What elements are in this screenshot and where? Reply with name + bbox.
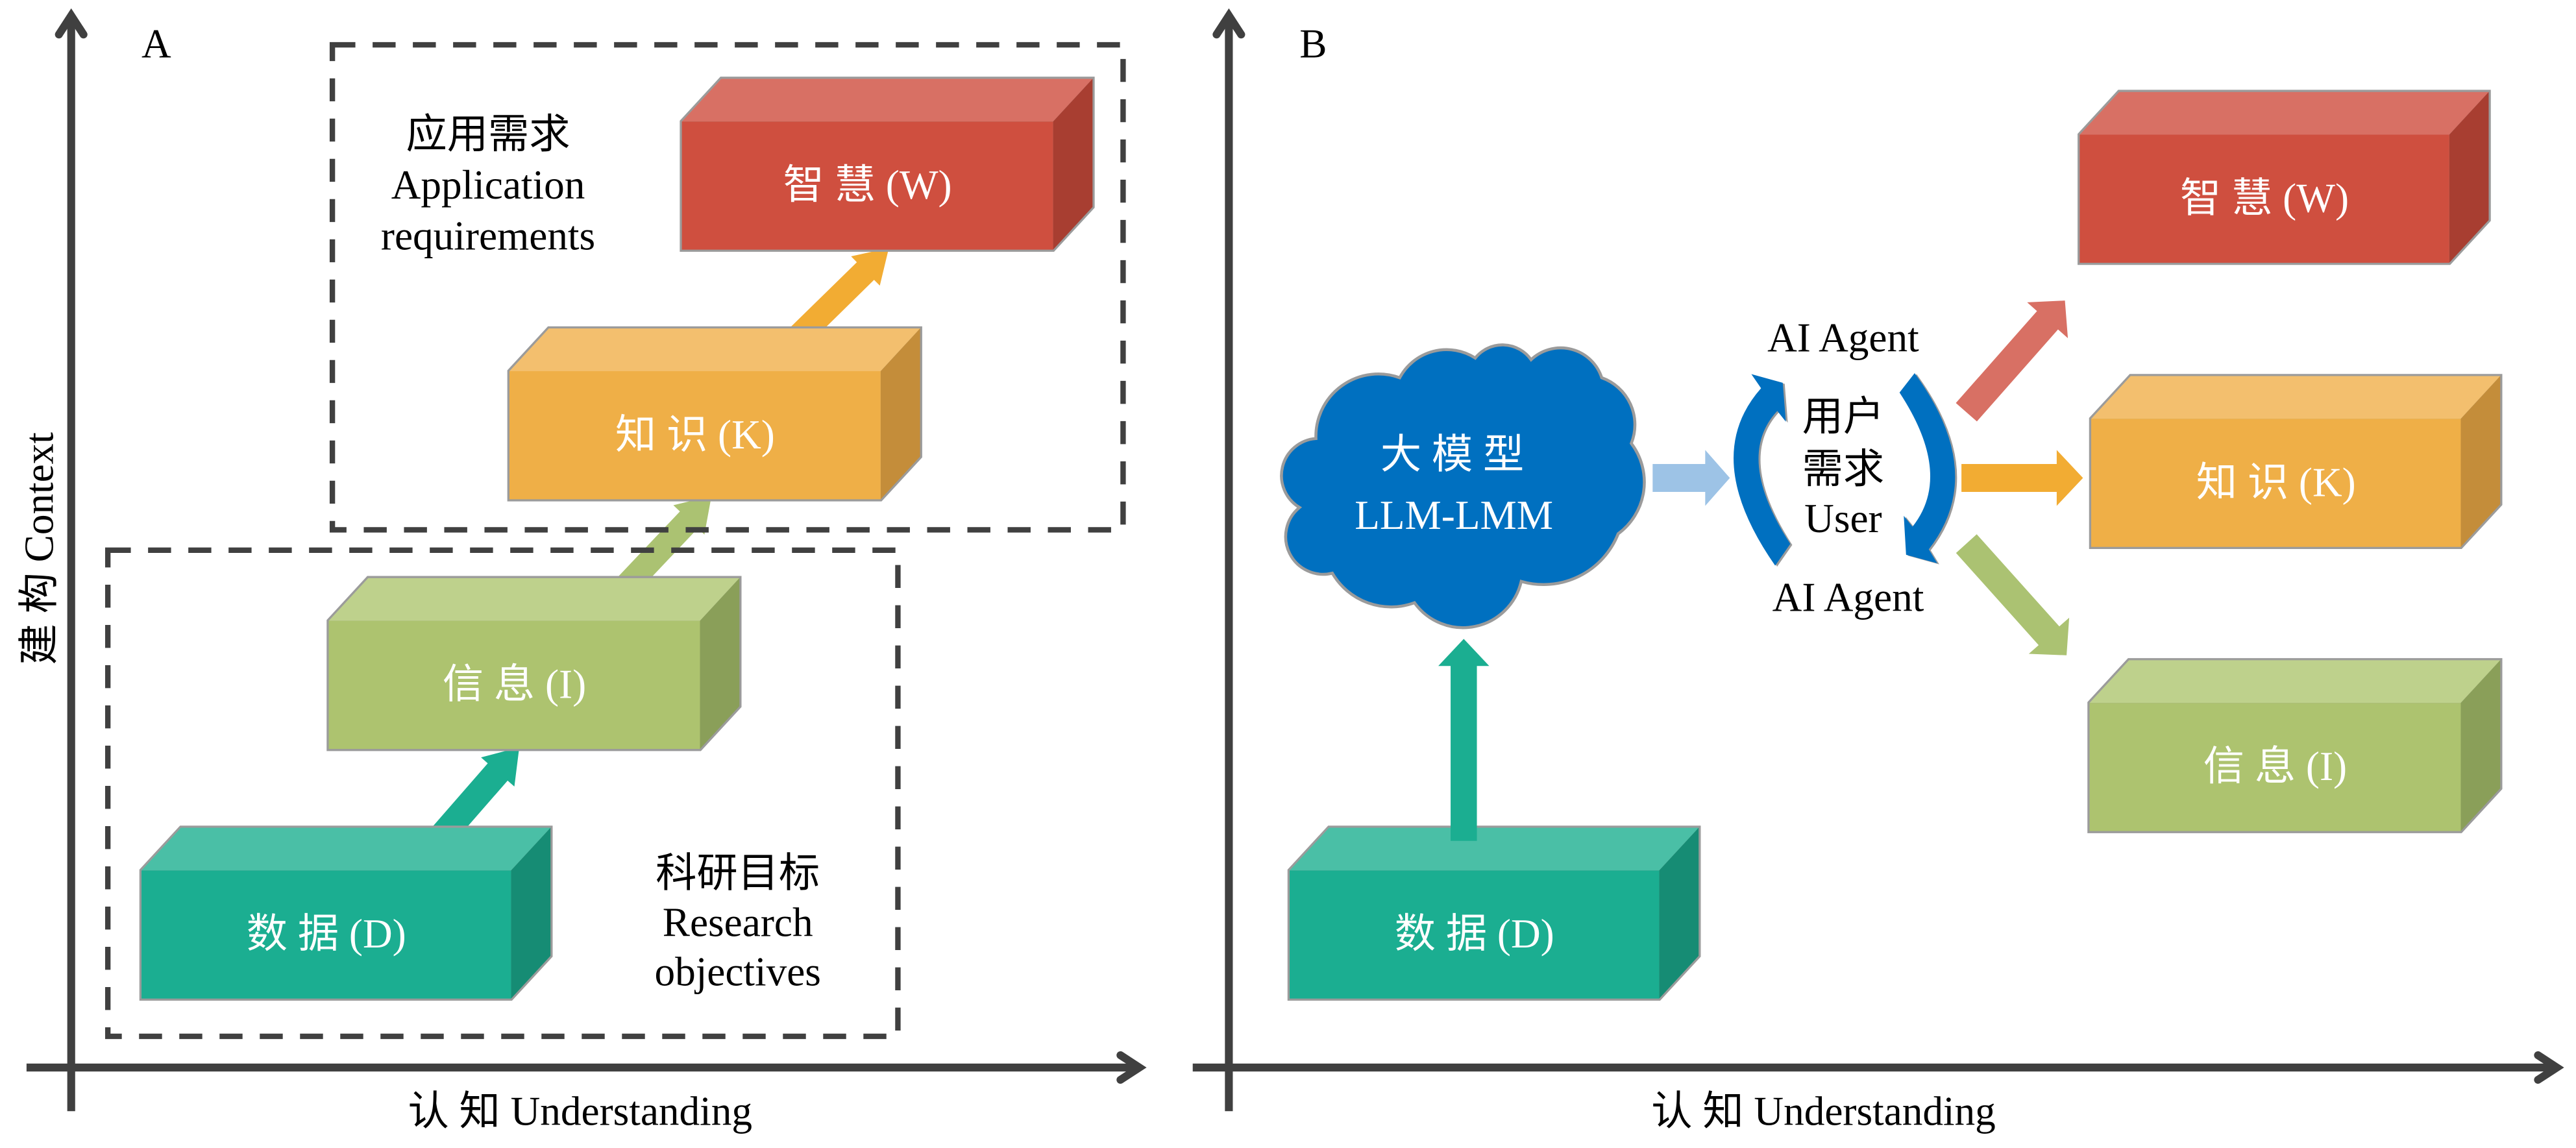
box-top-face bbox=[328, 578, 740, 621]
box-label-wisdom: 智 慧 (W) bbox=[2180, 175, 2349, 221]
panel-a-y-axis bbox=[55, 8, 88, 1112]
box-side-face bbox=[2460, 376, 2501, 547]
user-label-line1: 用户 bbox=[1802, 394, 1885, 439]
box-information: 信 息 (I) bbox=[326, 576, 742, 751]
box-top-face bbox=[2091, 376, 2501, 419]
box-wisdom: 智 慧 (W) bbox=[680, 77, 1095, 252]
caption-en-line2: requirements bbox=[381, 214, 595, 259]
panel-a: 智 慧 (W) 知 识 (K) 信 息 (I) 数 据 (D) 应用需求 App bbox=[16, 8, 1147, 1134]
x-axis-label: 认 知 Understanding bbox=[1651, 1089, 1996, 1134]
arrow-agent-to-knowledge bbox=[1961, 450, 2083, 506]
box-front-face bbox=[509, 371, 881, 500]
x-axis-label: 认 知 Understanding bbox=[408, 1089, 752, 1134]
arrow-knowledge-to-wisdom bbox=[789, 248, 889, 346]
arrow-right-icon bbox=[2534, 1051, 2564, 1084]
caption-zh: 应用需求 bbox=[406, 112, 570, 157]
panel-b: 大 模 型 LLM-LMM AI Agent 用户 需求 User AI Age… bbox=[1192, 8, 2564, 1134]
panel-label: A bbox=[141, 21, 171, 67]
arrow-information-to-knowledge bbox=[615, 496, 712, 597]
box-data: 数 据 (D) bbox=[139, 825, 553, 1001]
panel-b-y-axis bbox=[1212, 8, 1245, 1112]
box-front-face bbox=[141, 870, 511, 999]
caption-zh: 科研目标 bbox=[656, 851, 820, 896]
y-axis-label: 建 构 Context bbox=[16, 432, 62, 665]
box-label-information: 信 息 (I) bbox=[2203, 744, 2347, 789]
agent-label-top: AI Agent bbox=[1767, 315, 1919, 361]
box-side-face bbox=[1053, 79, 1093, 250]
cloud-title-zh: 大 模 型 bbox=[1380, 432, 1524, 477]
arrow-up-icon bbox=[55, 8, 88, 39]
research-objectives-caption: 科研目标 Research objectives bbox=[654, 851, 820, 995]
arrow-agent-to-wisdom bbox=[1956, 300, 2068, 422]
box-side-face bbox=[880, 328, 920, 500]
user-label-line2: 需求 bbox=[1802, 446, 1885, 492]
box-label-information: 信 息 (I) bbox=[443, 662, 586, 707]
box-side-face bbox=[2449, 92, 2489, 263]
box-front-face bbox=[1290, 870, 1660, 999]
box-label-knowledge: 知 识 (K) bbox=[2196, 459, 2356, 505]
caption-en-line1: Research bbox=[663, 900, 813, 946]
box-top-face bbox=[1290, 827, 1699, 871]
box-label-wisdom: 智 慧 (W) bbox=[783, 162, 952, 208]
llm-cloud: 大 模 型 LLM-LMM bbox=[1280, 343, 1646, 629]
box-side-face bbox=[700, 578, 740, 750]
curved-arrow-up-icon bbox=[1734, 374, 1791, 566]
arrow-agent-to-information bbox=[1956, 534, 2070, 655]
box-front-face bbox=[328, 620, 700, 750]
box-label-knowledge: 知 识 (K) bbox=[615, 412, 775, 458]
agent-label-bottom: AI Agent bbox=[1773, 574, 1924, 620]
box-side-face bbox=[1659, 827, 1699, 999]
arrow-data-to-llm bbox=[1438, 639, 1490, 841]
box-knowledge: 知 识 (K) bbox=[507, 326, 922, 502]
caption-en-line2: objectives bbox=[654, 949, 820, 994]
application-requirements-zone bbox=[329, 42, 1126, 533]
box-label-data: 数 据 (D) bbox=[247, 911, 406, 957]
panel-a-x-axis bbox=[26, 1051, 1147, 1084]
box-front-face bbox=[2089, 703, 2461, 831]
panel-b-x-axis bbox=[1192, 1051, 2564, 1084]
box-wisdom: 智 慧 (W) bbox=[2078, 90, 2491, 265]
arrow-right-icon bbox=[1116, 1051, 1147, 1084]
application-requirements-caption: 应用需求 Application requirements bbox=[381, 112, 595, 259]
box-side-face bbox=[2460, 660, 2501, 831]
box-data: 数 据 (D) bbox=[1287, 825, 1701, 1001]
arrow-up-icon bbox=[1212, 8, 1245, 39]
box-label-data: 数 据 (D) bbox=[1395, 911, 1554, 957]
box-knowledge: 知 识 (K) bbox=[2089, 374, 2503, 550]
cloud-title-en: LLM-LMM bbox=[1355, 493, 1553, 538]
box-front-face bbox=[2091, 419, 2461, 547]
box-top-face bbox=[2089, 660, 2501, 703]
agent-cycle: AI Agent 用户 需求 User AI Agent bbox=[1734, 315, 1957, 620]
box-front-face bbox=[681, 121, 1053, 250]
panel-label: B bbox=[1299, 21, 1327, 67]
arrow-data-to-information bbox=[430, 747, 520, 847]
cloud-icon bbox=[1280, 343, 1646, 629]
box-top-face bbox=[681, 79, 1093, 122]
box-front-face bbox=[2079, 134, 2449, 263]
arrow-llm-to-agent-cycle bbox=[1652, 450, 1730, 506]
user-label-line3: User bbox=[1804, 496, 1882, 541]
box-top-face bbox=[509, 328, 920, 371]
curved-arrow-down-icon bbox=[1899, 372, 1956, 564]
box-information: 信 息 (I) bbox=[2087, 658, 2503, 833]
research-objectives-zone bbox=[104, 547, 901, 1040]
box-top-face bbox=[2079, 92, 2489, 135]
box-side-face bbox=[511, 827, 551, 999]
box-top-face bbox=[141, 827, 551, 871]
caption-en-line1: Application bbox=[391, 162, 585, 208]
